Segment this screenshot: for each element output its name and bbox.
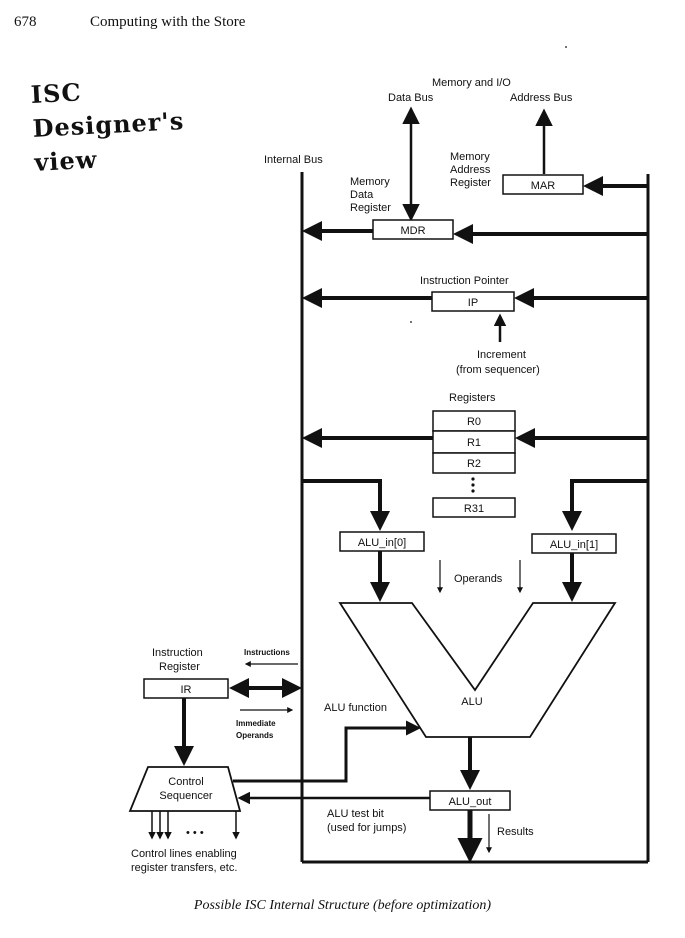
data-bus-label: Data Bus: [388, 92, 434, 104]
operands-label: Operands: [454, 573, 503, 585]
chapter-title: Computing with the Store: [90, 14, 246, 30]
register-r2-text: R2: [467, 458, 481, 470]
alu-shape: [338, 602, 617, 738]
register-r1-text: R1: [467, 437, 481, 449]
control-lines-label: register transfers, etc.: [131, 862, 237, 874]
ip-label: Instruction Pointer: [420, 275, 509, 287]
register-r31: [432, 497, 516, 518]
registers-label: Registers: [449, 392, 496, 404]
register-r31-text: R31: [464, 503, 484, 515]
instructions-label: Instructions: [244, 648, 290, 657]
ir-label: Instruction: [152, 647, 203, 659]
memory-io-label: Memory and I/O: [432, 77, 511, 89]
alu-test-bit-label: ALU test bit: [327, 808, 384, 820]
ip-text: IP: [468, 297, 478, 309]
mar-text: MAR: [531, 180, 556, 192]
alu-in0-text: ALU_in[0]: [358, 537, 406, 549]
mdr-label: Register: [350, 202, 391, 214]
immediate-operands-label: Operands: [236, 731, 274, 740]
increment-label: (from sequencer): [456, 364, 540, 376]
alu-in1-text: ALU_in[1]: [550, 539, 598, 551]
stray-mark: [565, 46, 567, 48]
ir-text: IR: [181, 684, 192, 696]
alu-function-arrow: [233, 720, 421, 783]
control-sequencer-label: Sequencer: [159, 790, 213, 802]
mdr-text: MDR: [400, 225, 425, 237]
increment-label: Increment: [477, 349, 526, 361]
control-line-arrows: [148, 811, 240, 840]
immediate-operands-label: Immediate: [236, 719, 276, 728]
mar-label: Address: [450, 164, 491, 176]
results-label: Results: [497, 826, 534, 838]
alu-out-text: ALU_out: [449, 796, 492, 808]
mar-label: Memory: [450, 151, 490, 163]
control-sequencer: [128, 766, 242, 812]
control-lines-label: Control lines enabling: [131, 848, 237, 860]
alu-function-label: ALU function: [324, 702, 387, 714]
mdr-label: Memory: [350, 176, 390, 188]
register-r2: [432, 452, 516, 474]
figure-caption: Possible ISC Internal Structure (before …: [193, 898, 492, 913]
mdr-label: Data: [350, 189, 374, 201]
ir-label: Register: [159, 661, 200, 673]
register-r0-text: R0: [467, 416, 481, 428]
control-lines-dots: • • •: [186, 827, 204, 839]
mar-label: Register: [450, 177, 491, 189]
bus-to-alu-in0-arrow: [302, 479, 390, 531]
bus-to-alu-in1-arrow: [562, 479, 648, 531]
address-bus-label: Address Bus: [510, 92, 573, 104]
internal-bus-label: Internal Bus: [264, 154, 323, 166]
alu-label: ALU: [461, 696, 482, 708]
alu-test-bit-label: (used for jumps): [327, 822, 406, 834]
page-number: 678: [14, 14, 37, 30]
register-ellipsis: [471, 477, 475, 493]
control-sequencer-label: Control: [168, 776, 203, 788]
stray-mark: [410, 321, 412, 323]
